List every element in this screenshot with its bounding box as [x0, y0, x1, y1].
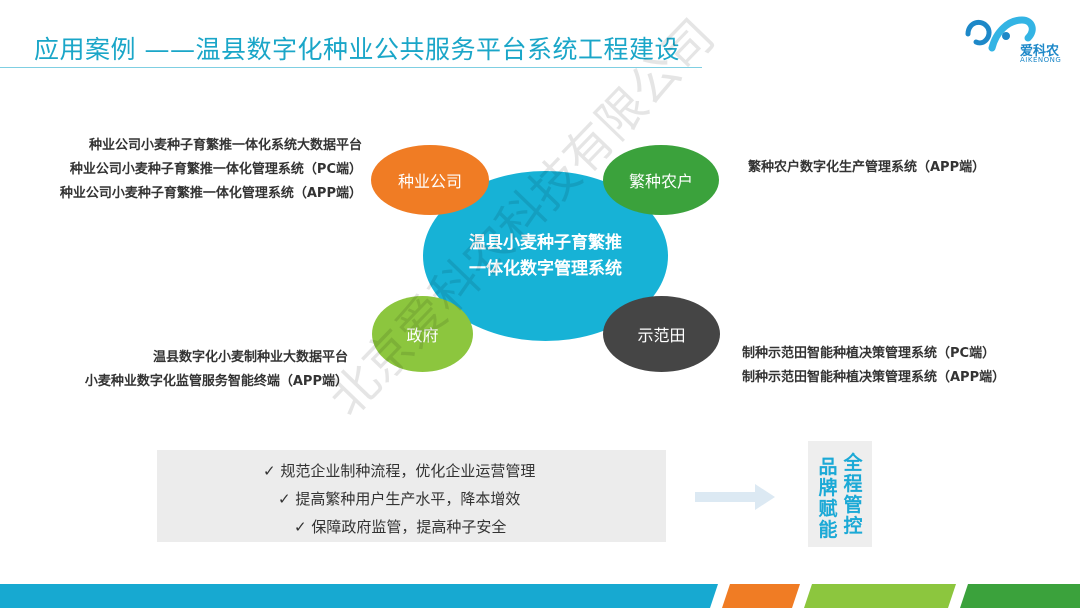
- seed-company-node: 种业公司: [371, 145, 489, 215]
- footer-stripes: [0, 584, 1080, 608]
- benefits-box: ✓ 规范企业制种流程，优化企业运营管理 ✓ 提高繁种用户生产水平，降本增效 ✓ …: [157, 450, 666, 542]
- system-item: 种业公司小麦种子育繁推一体化系统大数据平台: [88, 138, 362, 153]
- brand-box: 全程管控 品牌赋能: [808, 441, 872, 547]
- brand-text-empowerment: 品牌赋能: [818, 456, 838, 541]
- right-arrow-icon: [695, 484, 775, 510]
- benefit-item: ✓ 规范企业制种流程，优化企业运营管理: [263, 462, 536, 480]
- benefit-item: ✓ 保障政府监管，提高种子安全: [294, 518, 507, 536]
- government-node: 政府: [372, 296, 473, 372]
- seed-company-systems: 种业公司小麦种子育繁推一体化系统大数据平台 种业公司小麦种子育繁推一体化管理系统…: [60, 134, 362, 206]
- title-underline: [0, 67, 702, 68]
- system-item: 种业公司小麦种子育繁推一体化管理系统（APP端）: [59, 186, 362, 201]
- page-title: 应用案例 ——温县数字化种业公共服务平台系统工程建设: [34, 35, 680, 64]
- demo-field-node: 示范田: [603, 296, 720, 372]
- logo-subtext: AIKENONG: [1020, 56, 1062, 64]
- system-item: 制种示范田智能种植决策管理系统（PC端）: [742, 346, 996, 361]
- system-item: 温县数字化小麦制种业大数据平台: [152, 350, 348, 365]
- hub-title-line-1: 温县小麦种子育繁推: [469, 233, 622, 253]
- logo-text: 爱科农: [1020, 44, 1060, 59]
- farmer-node: 繁种农户: [603, 145, 719, 215]
- system-item: 种业公司小麦种子育繁推一体化管理系统（PC端）: [69, 162, 362, 177]
- benefit-item: ✓ 提高繁种用户生产水平，降本增效: [278, 490, 521, 508]
- aikenong-logo-icon: [965, 16, 1036, 52]
- system-item: 繁种农户数字化生产管理系统（APP端）: [748, 160, 986, 175]
- demo-field-systems: 制种示范田智能种植决策管理系统（PC端） 制种示范田智能种植决策管理系统（APP…: [742, 342, 1005, 390]
- farmer-systems: 繁种农户数字化生产管理系统（APP端）: [748, 156, 985, 180]
- brand-text-full-control: 全程管控: [843, 452, 863, 537]
- system-item: 制种示范田智能种植决策管理系统（APP端）: [742, 370, 1006, 385]
- government-systems: 温县数字化小麦制种业大数据平台 小麦种业数字化监管服务智能终端（APP端）: [85, 346, 348, 394]
- hub-title-line-2: 一体化数字管理系统: [469, 259, 622, 279]
- system-item: 小麦种业数字化监管服务智能终端（APP端）: [84, 374, 348, 389]
